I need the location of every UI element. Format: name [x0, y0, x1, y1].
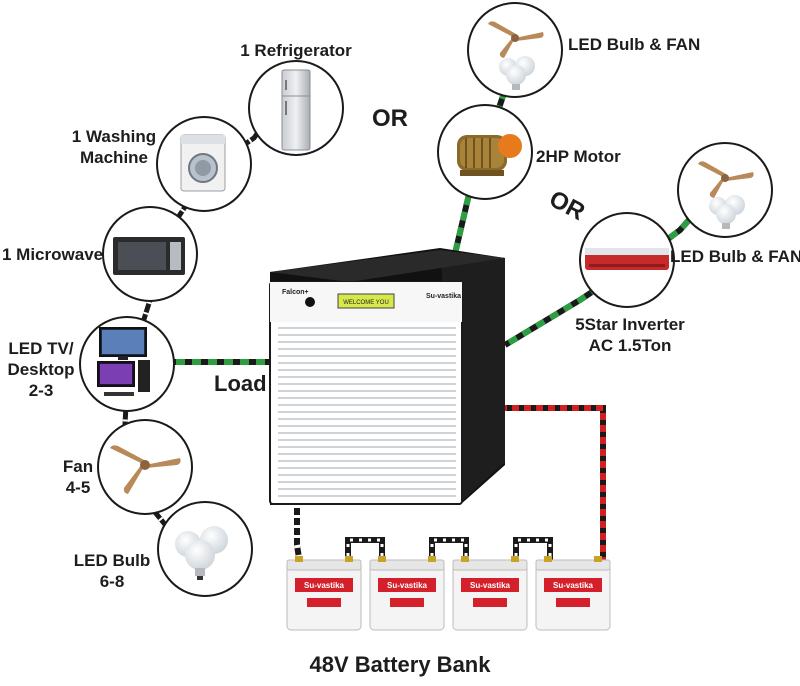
bulb-fan-icon-right: [698, 161, 754, 229]
label-fan: Fan 4-5: [48, 456, 108, 498]
ceiling-fan-icon: [110, 445, 181, 494]
brand-right: Su-vastika: [426, 293, 461, 300]
battery-brand: Su-vastika: [553, 581, 594, 590]
battery-bank: Su-vastika Su-vastika Su-vastika Su-vastika: [286, 556, 611, 631]
label-fan-line1: Fan: [62, 457, 94, 476]
power-knob: [305, 297, 315, 307]
fan-node: [97, 419, 193, 515]
inverter-grille: [278, 327, 456, 497]
label-bulb-line2: 6-8: [99, 572, 125, 591]
led-bulb-node: [157, 501, 253, 597]
label-microwave: 1 Microwave: [2, 245, 104, 264]
tv-desktop-node: [79, 316, 175, 412]
inverter-unit: WELCOME YOU Falcon+ Su-vastika: [269, 248, 505, 505]
lcd-display: [337, 293, 395, 309]
label-or-1: OR: [372, 105, 408, 132]
label-led-fan-right: LED Bulb & FAN: [670, 247, 800, 266]
battery-1: Su-vastika: [286, 556, 362, 631]
label-bulb-line1: LED Bulb: [73, 551, 151, 570]
bulb-fan-icon: [488, 21, 544, 90]
motor-node: [437, 104, 533, 200]
label-washing-machine: 1 Washing Machine: [64, 126, 164, 168]
brand-left: Falcon+: [282, 289, 309, 296]
label-tv-desktop: LED TV/ Desktop 2-3: [2, 338, 80, 401]
air-conditioner-icon: [585, 248, 669, 270]
washing-machine-node: [156, 116, 252, 212]
label-battery-bank: 48V Battery Bank: [309, 652, 491, 677]
label-tv-line1: LED TV/: [8, 339, 74, 358]
label-ac-line1: 5Star Inverter: [575, 315, 685, 334]
label-washing-line1: 1 Washing: [71, 127, 157, 146]
tv-desktop-icon: [97, 327, 150, 396]
label-ac: 5Star Inverter AC 1.5Ton: [566, 314, 694, 356]
refrigerator-node: [248, 60, 344, 156]
battery-brand: Su-vastika: [470, 581, 511, 590]
battery-wiring: [294, 405, 606, 566]
label-ac-line2: AC 1.5Ton: [588, 336, 672, 355]
led-bulb-icon: [175, 526, 228, 580]
label-washing-line2: Machine: [79, 148, 149, 167]
label-motor: 2HP Motor: [536, 147, 621, 166]
label-led-bulb: LED Bulb 6-8: [62, 550, 162, 592]
led-fan-top-node: [467, 2, 563, 98]
label-load: Load: [214, 371, 267, 396]
label-tv-line3: 2-3: [28, 381, 54, 400]
battery-3: Su-vastika: [452, 556, 528, 631]
label-led-fan-top: LED Bulb & FAN: [568, 35, 701, 54]
label-fan-line2: 4-5: [65, 478, 91, 497]
display-text: WELCOME YOU: [343, 300, 389, 306]
ac-node: [579, 212, 675, 308]
washing-machine-icon: [180, 134, 226, 192]
microwave-icon: [113, 237, 185, 275]
label-refrigerator: 1 Refrigerator: [240, 41, 352, 60]
battery-brand: Su-vastika: [304, 581, 345, 590]
battery-4: Su-vastika: [535, 556, 611, 631]
microwave-node: [102, 206, 198, 302]
battery-2: Su-vastika: [369, 556, 445, 631]
battery-brand: Su-vastika: [387, 581, 428, 590]
refrigerator-icon: [281, 69, 311, 151]
led-fan-right-node: [677, 142, 773, 238]
motor-icon: [457, 134, 522, 176]
label-tv-line2: Desktop: [7, 360, 75, 379]
